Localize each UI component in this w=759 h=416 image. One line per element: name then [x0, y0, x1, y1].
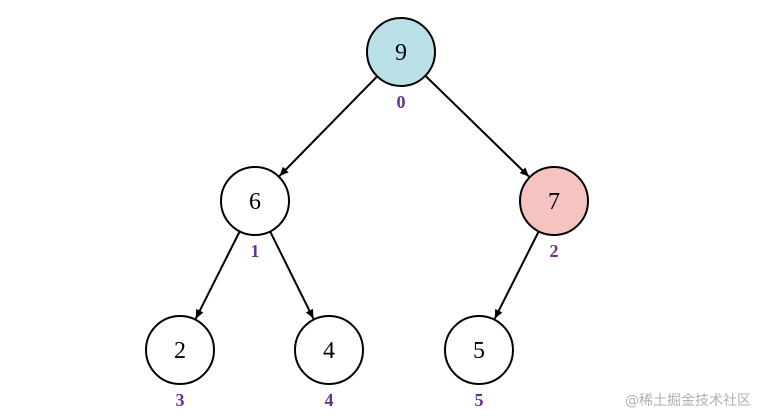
- node-index-label: 2: [550, 241, 559, 261]
- node-value: 2: [174, 338, 186, 364]
- node-index-label: 3: [176, 390, 185, 410]
- node-circle: [220, 166, 290, 236]
- edge-1-3: [194, 230, 241, 320]
- node-index-label: 1: [251, 241, 260, 261]
- tree-node-3: 23: [145, 315, 215, 410]
- node-index-label: 4: [325, 390, 334, 410]
- node-value: 5: [473, 338, 485, 364]
- edge-0-1: [278, 75, 378, 177]
- node-value: 7: [548, 189, 560, 215]
- edges-layer: [194, 75, 540, 320]
- node-value: 9: [395, 40, 407, 66]
- tree-node-1: 61: [220, 166, 290, 261]
- node-value: 6: [249, 189, 261, 215]
- edge-2-5: [493, 230, 540, 320]
- tree-node-4: 44: [294, 315, 364, 410]
- node-circle: [294, 315, 364, 385]
- node-value: 4: [323, 338, 335, 364]
- node-index-label: 5: [475, 390, 484, 410]
- edge-0-2: [424, 75, 530, 178]
- node-index-label: 0: [397, 92, 406, 112]
- edge-1-4: [269, 231, 315, 320]
- tree-node-0: 90: [366, 17, 436, 112]
- node-circle: [444, 315, 514, 385]
- tree-node-2: 72: [519, 166, 589, 261]
- tree-node-5: 55: [444, 315, 514, 410]
- node-circle: [366, 17, 436, 87]
- node-circle: [145, 315, 215, 385]
- node-circle: [519, 166, 589, 236]
- watermark: @稀土掘金技术社区: [625, 393, 751, 409]
